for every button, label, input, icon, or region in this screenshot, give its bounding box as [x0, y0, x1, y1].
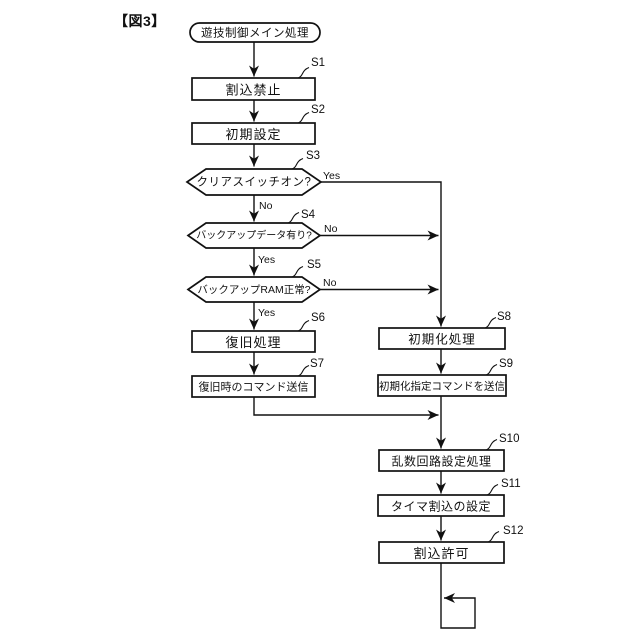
leader-s4	[286, 211, 300, 225]
leader-s3	[290, 157, 304, 171]
step-s3-decision: クリアスイッチオン?	[185, 168, 323, 196]
step-s8-label: 初期化処理	[408, 333, 476, 347]
step-tag-s5: S5	[307, 259, 321, 271]
step-s10-process: 乱数回路設定処理	[378, 449, 505, 472]
leader-s11	[485, 483, 499, 497]
step-s6-label: 復旧処理	[225, 335, 281, 350]
connector-s7-merge	[253, 397, 439, 420]
step-s1-process: 割込禁止	[191, 77, 316, 101]
step-s5-label: バックアップRAM正常?	[197, 283, 310, 296]
step-s7-label: 復旧時のコマンド送信	[199, 380, 309, 394]
connector-s3-yes-s8	[321, 181, 446, 327]
step-s12-process: 割込許可	[378, 541, 505, 564]
step-s3-label: クリアスイッチオン?	[197, 176, 312, 189]
leader-s12	[486, 530, 500, 544]
step-s2-process: 初期設定	[191, 122, 316, 145]
step-tag-s10: S10	[499, 433, 519, 445]
step-s9-label: 初期化指定コマンドを送信	[379, 380, 505, 393]
leader-s9	[484, 363, 498, 377]
step-s4-decision: バックアップデータ有り?	[186, 222, 322, 249]
step-s6-process: 復旧処理	[191, 330, 316, 353]
leader-s6	[296, 319, 310, 333]
step-s5-decision: バックアップRAM正常?	[186, 276, 322, 303]
leader-s2	[296, 111, 310, 125]
step-s12-label: 割込許可	[413, 546, 469, 561]
leader-s1	[296, 66, 310, 80]
step-tag-s2: S2	[311, 104, 325, 116]
step-tag-s8: S8	[497, 311, 511, 323]
step-s7-process: 復旧時のコマンド送信	[191, 375, 316, 398]
loop-back-connector	[440, 563, 476, 629]
branch-label-s5-no: No	[323, 277, 337, 289]
step-tag-s11: S11	[501, 478, 521, 490]
leader-s8	[483, 316, 497, 330]
step-tag-s4: S4	[301, 209, 316, 221]
step-tag-s9: S9	[499, 358, 513, 370]
start-terminal: 遊技制御メイン処理	[189, 22, 321, 43]
branch-label-s4-yes: Yes	[258, 254, 275, 266]
figure-label: 【図3】	[114, 13, 166, 29]
step-tag-s7: S7	[310, 358, 324, 370]
nodes: 遊技制御メイン処理 割込禁止 初期設定 クリアスイッチオン? バックアップデータ…	[185, 22, 507, 564]
leader-s7	[296, 364, 310, 378]
step-tag-s6: S6	[311, 312, 325, 324]
step-s2-label: 初期設定	[225, 127, 281, 142]
step-s8-process: 初期化処理	[378, 327, 506, 350]
leader-s10	[484, 438, 498, 452]
branch-label-s3-no: No	[259, 200, 273, 212]
step-tag-s3: S3	[306, 150, 320, 162]
branch-labels: Yes No No Yes No Yes	[258, 170, 340, 319]
step-s11-label: タイマ割込の設定	[391, 499, 491, 514]
branch-label-s5-yes: Yes	[258, 307, 275, 319]
step-s10-label: 乱数回路設定処理	[391, 454, 491, 469]
connectors	[249, 41, 476, 629]
branch-label-s3-yes: Yes	[323, 170, 340, 182]
branch-label-s4-no: No	[324, 223, 338, 235]
step-s1-label: 割込禁止	[225, 83, 281, 98]
leader-s5	[290, 265, 304, 279]
step-tag-s12: S12	[503, 525, 523, 537]
step-s4-label: バックアップデータ有り?	[196, 229, 312, 242]
step-s11-process: タイマ割込の設定	[377, 494, 505, 517]
step-tags: S1 S2 S3 S4 S5 S6 S7 S8 S9 S10 S11 S12	[286, 57, 523, 544]
step-tag-s1: S1	[311, 57, 325, 69]
start-terminal-label: 遊技制御メイン処理	[201, 26, 309, 40]
step-s9-process: 初期化指定コマンドを送信	[377, 374, 507, 397]
